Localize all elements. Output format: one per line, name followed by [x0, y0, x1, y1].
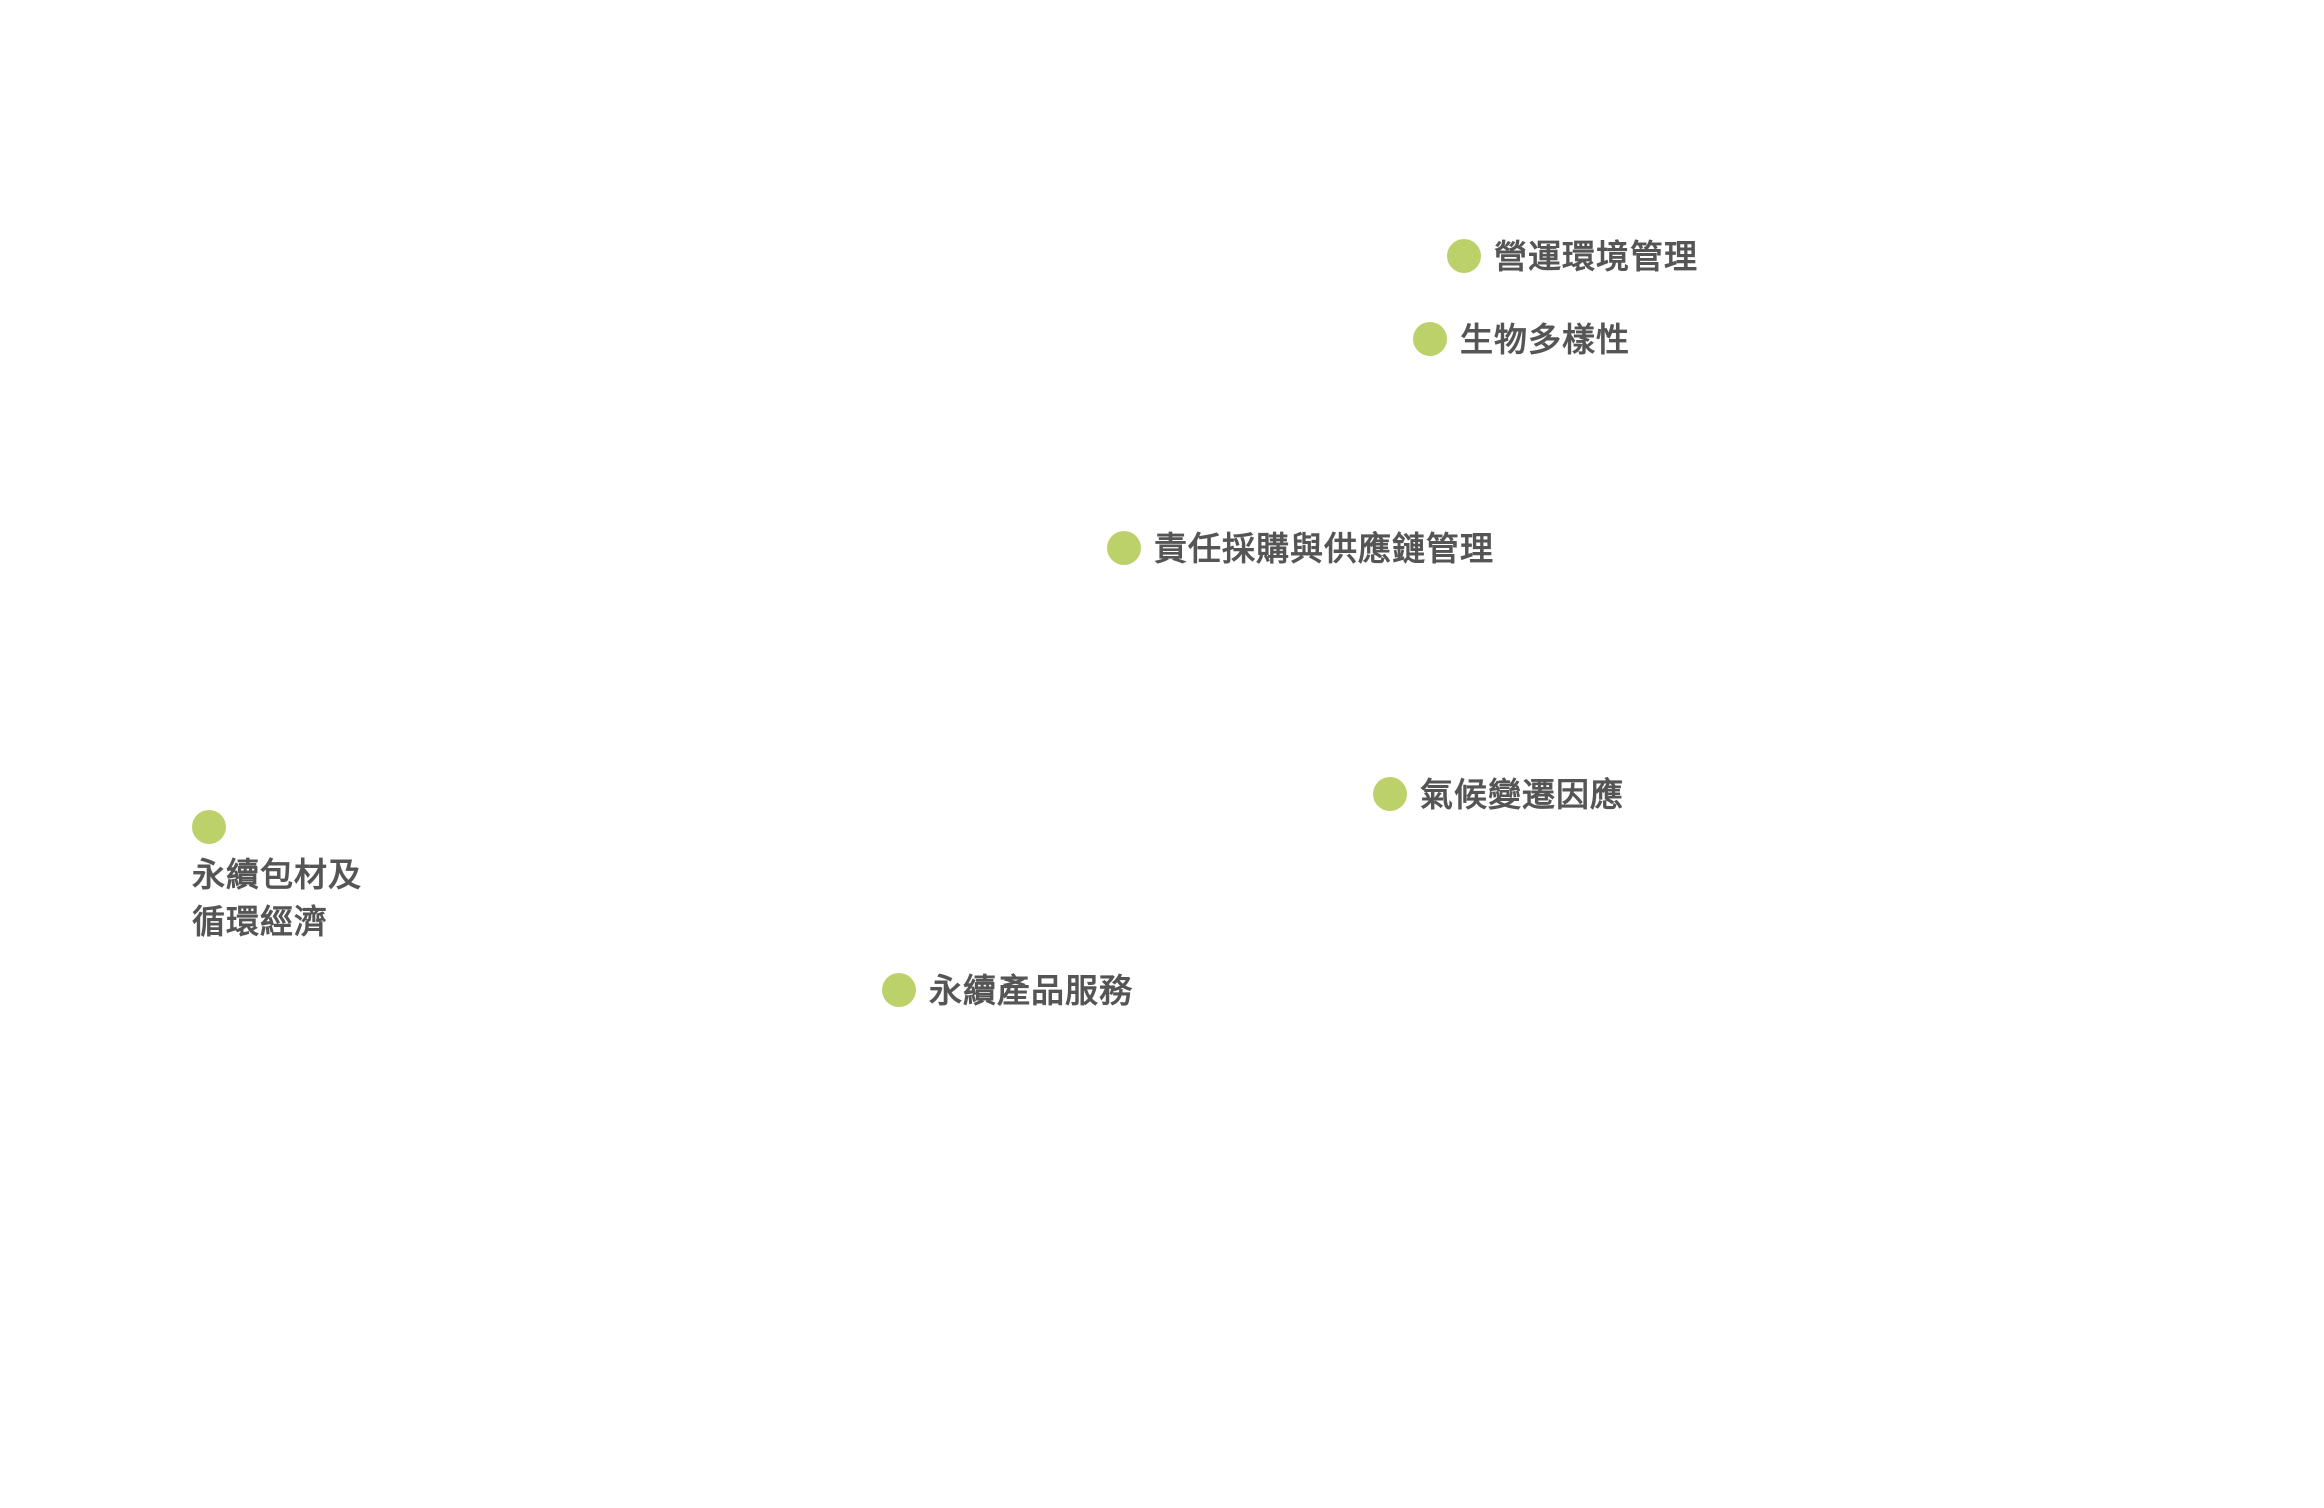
- topic-operation-environment: 營運環境管理: [1447, 239, 1698, 273]
- topic-biodiversity: 生物多樣性: [1413, 322, 1630, 356]
- topic-dot-icon: [1413, 322, 1447, 356]
- topic-label-line: 永續包材及: [192, 855, 362, 894]
- topic-climate-change: 氣候變遷因應: [1373, 777, 1624, 811]
- topic-label: 責任採購與供應鏈管理: [1154, 528, 1494, 568]
- topic-label: 生物多樣性: [1460, 319, 1630, 359]
- topic-dot-icon: [192, 810, 226, 844]
- topic-dot-icon: [1107, 531, 1141, 565]
- topic-dot-icon: [1373, 777, 1407, 811]
- topic-sustainable-products: 永續產品服務: [882, 973, 1133, 1007]
- topic-label-line: 循環經濟: [192, 902, 328, 941]
- topic-label-block: 永續包材及 循環經濟: [192, 858, 362, 938]
- topic-dot-icon: [1447, 239, 1481, 273]
- topic-supply-chain: 責任採購與供應鏈管理: [1107, 531, 1494, 565]
- topic-sustainable-packaging: 永續包材及 循環經濟: [192, 810, 362, 938]
- topic-label: 氣候變遷因應: [1420, 774, 1624, 814]
- topic-dot-icon: [882, 973, 916, 1007]
- topic-label: 營運環境管理: [1494, 236, 1698, 276]
- topic-label: 永續產品服務: [929, 970, 1133, 1010]
